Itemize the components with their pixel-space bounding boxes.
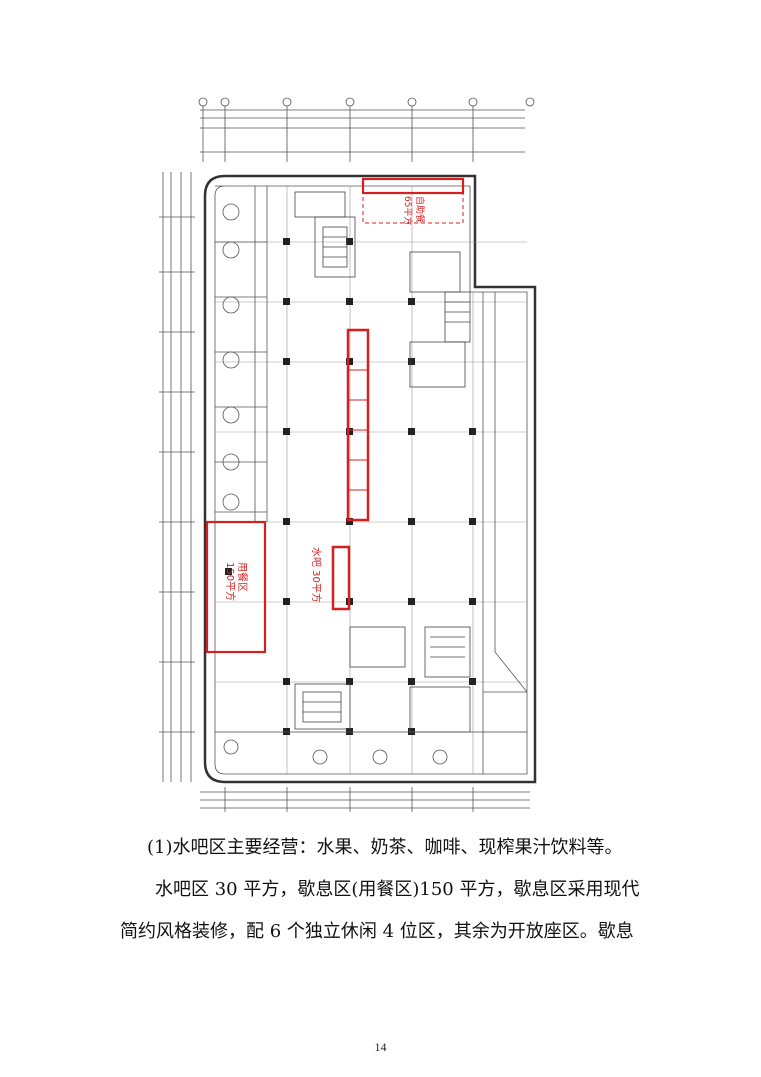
page-number: 14 — [374, 1040, 387, 1054]
dining-label: 用餐区 150平方 — [224, 562, 249, 601]
upper-core — [294, 191, 471, 388]
waterbar-label: 水吧 30平方 — [310, 547, 323, 603]
lower-core — [294, 626, 471, 733]
buffet-zone-dashed — [362, 192, 464, 224]
floor-plan: 自助餐 65平方 用餐区 150平方 水吧 30平方 — [159, 97, 537, 812]
right-corridor — [482, 292, 528, 774]
buffet-label: 自助餐 65平方 — [402, 196, 426, 226]
waterbar-counter — [331, 545, 351, 611]
left-dimension-lines — [159, 172, 195, 782]
building-outline — [203, 174, 537, 784]
bottom-dimension-lines — [200, 787, 530, 812]
top-dimension-lines — [198, 97, 535, 162]
paragraph-2: 水吧区 30 平方，歇息区(用餐区)150 平方，歇息区采用现代 — [155, 879, 640, 900]
dining-zone — [205, 520, 267, 654]
kiosk-strip — [346, 328, 370, 522]
structural-grid — [215, 186, 527, 774]
paragraph-1: (1)水吧区主要经营：水果、奶茶、咖啡、现榨果汁饮料等。 — [147, 837, 623, 858]
left-private-rooms — [215, 186, 268, 522]
columns — [225, 238, 476, 735]
paragraph-3: 简约风格装修，配 6 个独立休闲 4 位区，其余为开放座区。歇息 — [120, 921, 634, 942]
bottom-private-rooms — [215, 731, 527, 765]
